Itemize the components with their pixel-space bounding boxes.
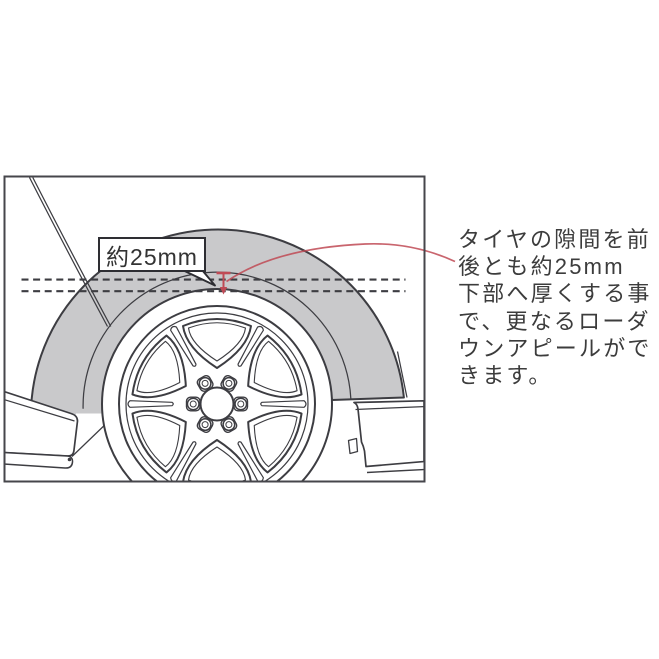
spoke-window bbox=[182, 318, 252, 369]
rocker-panel-crease bbox=[5, 399, 75, 422]
spoke-window bbox=[131, 334, 187, 399]
spoke-window bbox=[182, 439, 252, 482]
spoke-slit bbox=[127, 400, 174, 408]
spoke-window-inset bbox=[187, 322, 247, 362]
spoke-window bbox=[131, 409, 187, 474]
annotation-curve bbox=[226, 242, 456, 283]
rear-panel-notch bbox=[347, 437, 359, 455]
diagram-frame-border bbox=[3, 175, 426, 483]
lug-nut bbox=[198, 418, 212, 432]
spoke-slit bbox=[170, 325, 197, 367]
lug-nut-center bbox=[225, 379, 233, 387]
lug-nut bbox=[222, 418, 236, 432]
lug-nut-center bbox=[189, 400, 197, 408]
measurement-callout: 約25mm bbox=[98, 237, 206, 272]
lug-nut-center bbox=[201, 379, 209, 387]
lug-nut bbox=[186, 397, 200, 411]
description-text: タイヤの隙間を前 後とも約25mm 下部へ厚くする事 で、更なるローダ ウンアピ… bbox=[458, 227, 652, 389]
body-seam-line bbox=[396, 351, 408, 398]
pillar-line-outer bbox=[28, 177, 109, 327]
lug-nut-center bbox=[237, 400, 245, 408]
rocker-panel-lip bbox=[5, 451, 74, 469]
measurement-value: 約25mm bbox=[106, 243, 198, 270]
spoke-window-inset bbox=[253, 340, 298, 394]
rocker-corner-dot bbox=[67, 457, 72, 462]
alloy-wheel bbox=[101, 288, 333, 482]
lug-nut-center bbox=[225, 421, 233, 429]
rear-panel-bottom-line bbox=[366, 468, 424, 474]
spoke-window-inset bbox=[136, 340, 181, 394]
spoke-window-inset bbox=[253, 414, 298, 468]
rear-panel-crease bbox=[355, 406, 424, 411]
rear-body-panel bbox=[353, 399, 424, 468]
lug-nut bbox=[198, 376, 212, 390]
spoke-window-inset bbox=[187, 446, 247, 482]
spoke-slit bbox=[237, 325, 264, 367]
lug-nut-center bbox=[201, 421, 209, 429]
fender-lip-line bbox=[82, 271, 352, 409]
spoke-window bbox=[247, 409, 303, 474]
spoke-window bbox=[247, 334, 303, 399]
spoke-slit bbox=[260, 400, 307, 408]
hub-cap bbox=[199, 386, 235, 422]
pillar-line-inner bbox=[32, 177, 112, 327]
lug-nut bbox=[234, 397, 248, 411]
lug-nut bbox=[222, 376, 236, 390]
measure-marker bbox=[216, 271, 231, 295]
rim-outer-ring bbox=[118, 305, 316, 482]
rim-inner-ring bbox=[125, 312, 309, 482]
spoke-window-inset bbox=[136, 414, 181, 468]
